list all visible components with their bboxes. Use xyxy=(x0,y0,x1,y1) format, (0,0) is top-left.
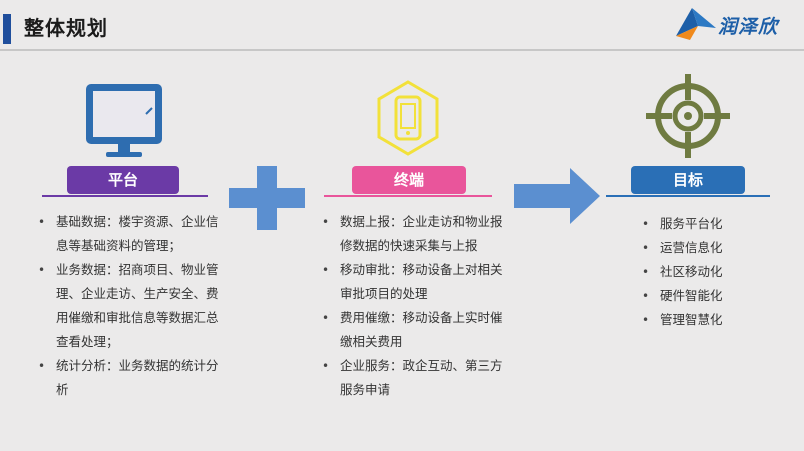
right-arrow-icon xyxy=(514,168,600,224)
list-item: 管理智慧化 xyxy=(640,308,780,332)
goal-label: 目标 xyxy=(631,166,745,194)
monitor-icon xyxy=(86,84,162,157)
platform-label: 平台 xyxy=(67,166,179,194)
list-item: 基础数据：楼宇资源、企业信息等基础资料的管理； xyxy=(36,210,222,258)
list-item: 数据上报：企业走访和物业报修数据的快速采集与上报 xyxy=(320,210,506,258)
list-item: 业务数据：招商项目、物业管理、企业走访、生产安全、费用催缴和审批信息等数据汇总查… xyxy=(36,258,222,354)
list-item: 服务平台化 xyxy=(640,212,780,236)
list-item: 统计分析：业务数据的统计分析 xyxy=(36,354,222,402)
crosshair-target-icon xyxy=(646,74,730,158)
mobile-hexagon-icon xyxy=(377,80,439,156)
list-item: 移动审批：移动设备上对相关审批项目的处理 xyxy=(320,258,506,306)
logo-text: 润泽欣 xyxy=(718,16,779,38)
title-divider xyxy=(0,49,804,51)
page-title: 整体规划 xyxy=(24,16,108,40)
kite-logo-icon xyxy=(676,8,716,40)
platform-underline xyxy=(42,195,208,197)
plus-icon xyxy=(229,166,305,230)
terminal-underline xyxy=(324,195,492,197)
title-accent-bar xyxy=(3,14,11,44)
goal-bullet-list: 服务平台化 运营信息化 社区移动化 硬件智能化 管理智慧化 xyxy=(640,212,780,332)
list-item: 硬件智能化 xyxy=(640,284,780,308)
list-item: 运营信息化 xyxy=(640,236,780,260)
terminal-bullet-list: 数据上报：企业走访和物业报修数据的快速采集与上报 移动审批：移动设备上对相关审批… xyxy=(320,210,506,402)
terminal-label: 终端 xyxy=(352,166,466,194)
platform-bullet-list: 基础数据：楼宇资源、企业信息等基础资料的管理； 业务数据：招商项目、物业管理、企… xyxy=(36,210,222,402)
list-item: 费用催缴：移动设备上实时催缴相关费用 xyxy=(320,306,506,354)
list-item: 企业服务：政企互动、第三方服务申请 xyxy=(320,354,506,402)
list-item: 社区移动化 xyxy=(640,260,780,284)
goal-underline xyxy=(606,195,770,197)
